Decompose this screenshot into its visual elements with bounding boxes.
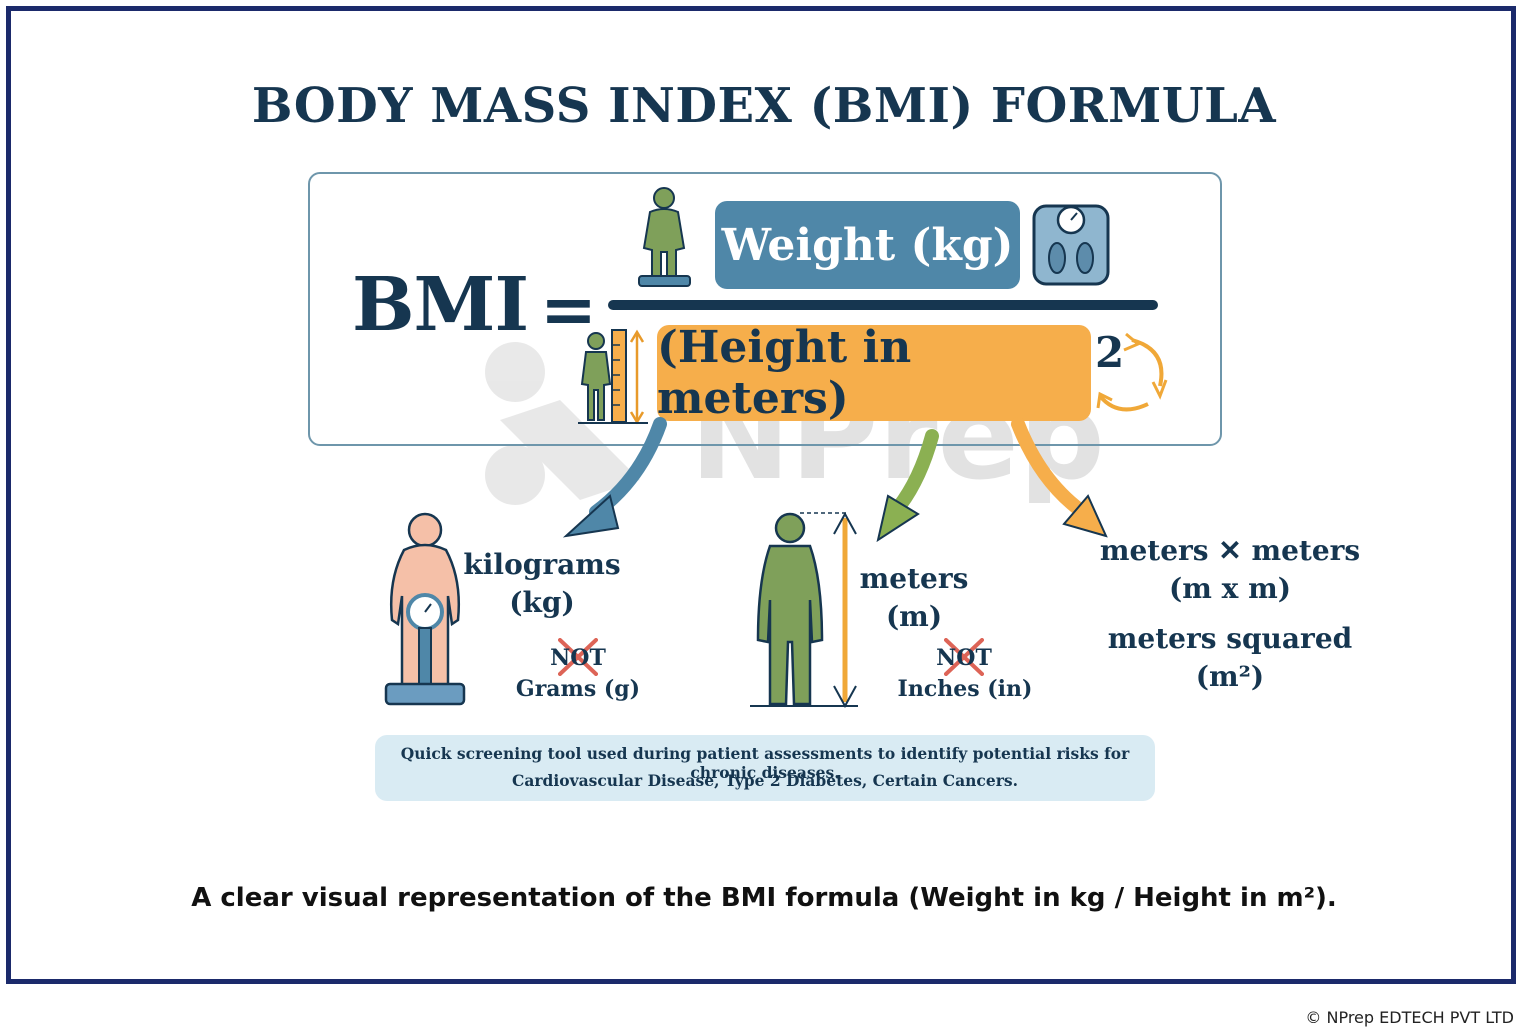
formula-equals-sign: = bbox=[540, 270, 597, 350]
kilograms-abbrev: (kg) bbox=[509, 586, 575, 619]
arrow-to-meters-icon bbox=[876, 429, 939, 543]
info-diseases-text: Cardiovascular Disease, Type 2 Diabetes,… bbox=[511, 771, 1018, 790]
page-title: BODY MASS INDEX (BMI) FORMULA bbox=[251, 78, 1277, 134]
m-squared: (m²) bbox=[1195, 660, 1265, 693]
info-box bbox=[375, 735, 1155, 801]
inches-label: Inches (in) bbox=[897, 676, 1033, 702]
meters-abbrev: (m) bbox=[885, 600, 943, 633]
fraction-bar bbox=[608, 300, 1158, 310]
meters-word: meters bbox=[859, 562, 969, 595]
not-grams-word: NOT bbox=[550, 645, 606, 671]
person-weighing-icon bbox=[384, 512, 466, 706]
formula-box bbox=[308, 172, 1222, 446]
not-inches-word: NOT bbox=[936, 645, 992, 671]
exponent-two: 2 bbox=[1095, 328, 1125, 377]
kilograms-word: kilograms bbox=[463, 548, 621, 581]
info-screening-text: Quick screening tool used during patient… bbox=[400, 744, 1130, 782]
not-inches-cross-icon bbox=[944, 638, 984, 676]
arrow-to-kilograms-icon bbox=[562, 417, 667, 538]
m-x-m: (m x m) bbox=[1169, 572, 1291, 605]
arrow-to-meters-squared-icon bbox=[1011, 417, 1108, 538]
meters-times-meters: meters ✕ meters bbox=[1099, 534, 1361, 567]
bathroom-scale-icon bbox=[1032, 204, 1110, 286]
not-grams-cross-icon bbox=[558, 638, 598, 676]
nprep-logo-watermark bbox=[485, 342, 640, 505]
copyright-notice: © NPrep EDTECH PVT LTD bbox=[1305, 1008, 1514, 1027]
cycle-arrows-icon bbox=[1096, 332, 1168, 412]
denominator-height-pill: (Height in meters) bbox=[657, 322, 1091, 424]
grams-label: Grams (g) bbox=[515, 676, 641, 702]
meters-label: meters (m) bbox=[852, 560, 976, 636]
figure-caption: A clear visual representation of the BMI… bbox=[191, 883, 1337, 913]
formula-bmi-label: BMI bbox=[352, 262, 529, 348]
person-height-ruler-icon bbox=[578, 329, 648, 425]
person-on-scale-icon bbox=[638, 187, 691, 287]
kilograms-label: kilograms (kg) bbox=[462, 546, 622, 622]
meters-squared-label: meters ✕ meters (m x m) meters squared (… bbox=[1090, 532, 1370, 696]
person-measuring-height-icon bbox=[750, 511, 858, 709]
meters-squared-word: meters squared bbox=[1107, 622, 1353, 655]
numerator-weight-pill: Weight (kg) bbox=[715, 201, 1020, 289]
outer-frame bbox=[6, 6, 1516, 984]
